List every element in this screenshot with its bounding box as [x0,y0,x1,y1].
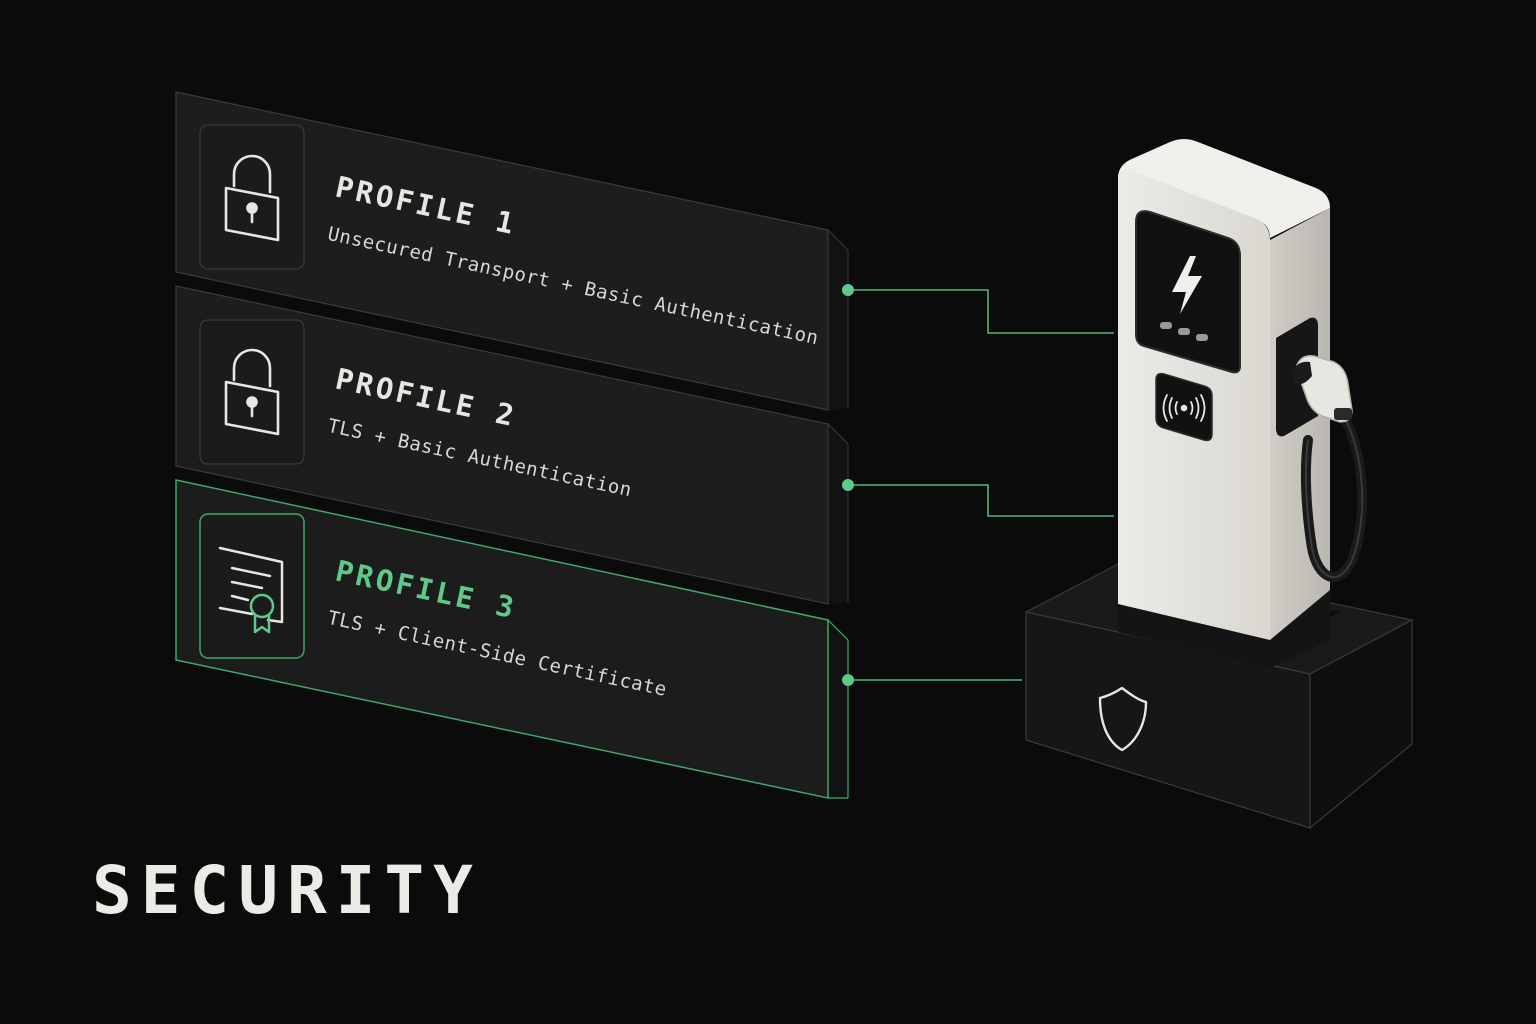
charging-plug [1292,355,1353,423]
profile-card-1-icon-tile [199,124,305,270]
lightning-bolt-icon [1172,256,1202,314]
page-title: SECURITY [92,852,482,929]
profile-card-2-face [175,285,829,605]
status-led [1196,334,1208,341]
profile-card-2[interactable]: PROFILE 2 TLS + Basic Authentication [175,285,849,605]
connectors [848,289,1114,681]
shield-icon [1098,686,1148,752]
status-led [1178,328,1190,335]
connector-dot-1 [842,284,854,296]
padlock-icon [224,348,280,436]
profile-card-3[interactable]: PROFILE 3 TLS + Client-Side Certificate [175,479,849,799]
status-led [1160,322,1172,329]
charger-unit [1118,139,1368,668]
profile-card-1-face [175,91,829,411]
connector-dot-3 [842,674,854,686]
connector-dot-2 [842,479,854,491]
connector-profile-1 [848,289,1114,334]
certificate-icon [218,546,284,634]
nfc-contactless-icon [1162,394,1206,422]
padlock-icon [224,154,280,242]
profile-card-2-icon-tile [199,319,305,465]
connector-profile-2 [848,484,1114,517]
